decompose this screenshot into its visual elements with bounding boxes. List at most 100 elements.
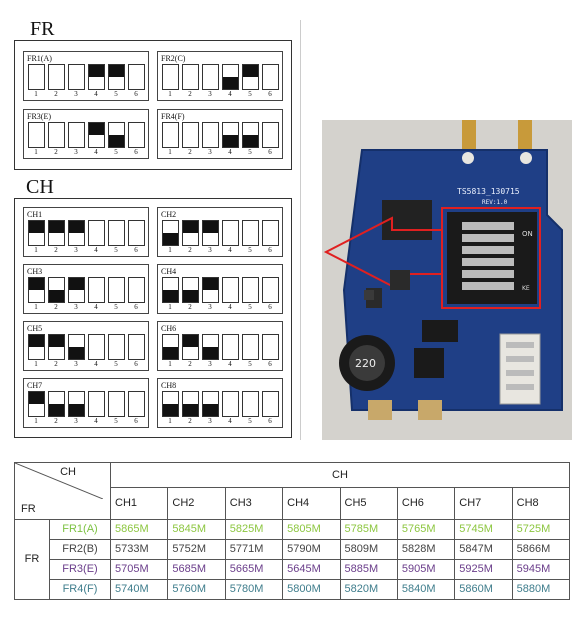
dip-toggle-knob [183,221,198,233]
dip-toggle-number: 3 [208,417,212,425]
dip-toggle-number: 2 [54,303,58,311]
band-label: FR3(E) [49,558,111,580]
dip-toggle-knob [203,347,218,359]
dip-toggle-5 [108,220,125,246]
dip-toggle-number: 3 [74,360,78,368]
column-header-ch4: CH4 [282,487,341,520]
dip-toggle-knob [29,221,44,233]
dip-toggle-knob [109,135,124,147]
dip-toggle-2 [182,334,199,360]
dip-toggle-6 [262,122,279,148]
dip-toggle-number: 4 [228,90,232,98]
dip-toggle-5 [242,277,259,303]
dip-toggle-knob [183,404,198,416]
dip-toggle-number: 5 [114,246,118,254]
band-label: FR4(F) [49,578,111,601]
switch-on-label: ON [522,230,533,238]
dip-toggle-number: 3 [208,303,212,311]
ch-header: CH [110,461,570,489]
frequency-cell: 5845M [167,518,226,540]
dip-toggle-knob [69,404,84,416]
dip-toggle-knob [49,290,64,302]
dip-toggle-number: 6 [134,303,138,311]
frequency-cell: 5705M [109,558,169,580]
dip-switch-label: CH4 [161,267,177,276]
dip-toggle-2 [48,220,65,246]
dip-toggle-knob [243,135,258,147]
dip-toggle-knob [183,335,198,347]
dip-toggle-5 [108,277,125,303]
corner-ch-label: CH [60,466,76,478]
dip-toggle-5 [242,64,259,90]
frequency-cell: 5745M [454,518,513,540]
dip-toggle-number: 2 [54,360,58,368]
dip-toggle-knob [69,221,84,233]
frequency-cell: 5847M [454,538,513,560]
dip-switch-label: FR1(A) [27,54,52,63]
dip-toggle-knob [243,65,258,77]
dip-toggle-number: 2 [188,303,192,311]
fr-row-label: FR [14,518,50,601]
dip-toggle-knob [163,347,178,359]
band-label: FR1(A) [49,518,111,540]
frequency-cell: 5925M [454,558,513,580]
dip-toggle-4 [88,122,105,148]
dip-toggle-number: 5 [248,417,252,425]
dip-toggle-6 [262,220,279,246]
dip-toggle-number: 1 [34,303,38,311]
inductor-label: 220 [355,357,376,370]
dip-switch-label: CH2 [161,210,177,219]
dip-toggle-1 [28,122,45,148]
dip-toggle-number: 2 [188,148,192,156]
dip-toggle-number: 1 [168,303,172,311]
dip-toggle-number: 6 [268,303,272,311]
dip-toggle-4 [88,334,105,360]
dip-toggle-number: 3 [208,90,212,98]
dip-toggle-knob [183,290,198,302]
column-header-ch5: CH5 [339,487,398,520]
dip-toggle-number: 5 [248,90,252,98]
dip-toggle-2 [182,220,199,246]
dip-toggle-1 [162,122,179,148]
dip-toggle-4 [222,122,239,148]
dip-toggle-knob [69,347,84,359]
dip-toggle-number: 5 [114,417,118,425]
diagram-border [300,20,301,440]
dip-toggle-number: 3 [208,148,212,156]
frequency-cell: 5885M [339,558,398,580]
frequency-cell: 5825M [224,518,284,540]
dip-toggle-number: 2 [188,417,192,425]
dip-toggle-4 [88,277,105,303]
pcb-photo: TS5813_130715 REV:1.0 ON KE 220 [322,120,572,440]
band-label: FR2(B) [49,538,111,560]
dip-toggle-knob [29,392,44,404]
dip-toggle-number: 5 [114,360,118,368]
corner-fr-label: FR [21,502,36,515]
dip-toggle-1 [162,64,179,90]
frequency-cell: 5765M [396,518,456,540]
dip-toggle-number: 6 [268,360,272,368]
frequency-cell: 5740M [109,578,169,601]
dip-toggle-number: 1 [34,360,38,368]
board-label: TS5813_130715 [457,187,520,196]
frequency-cell: 5828M [396,538,456,560]
dip-toggle-number: 1 [34,417,38,425]
dip-toggle-4 [222,64,239,90]
dip-toggle-number: 2 [54,90,58,98]
dip-toggle-number: 6 [268,148,272,156]
dip-toggle-6 [128,64,145,90]
frequency-cell: 5880M [511,578,571,601]
dip-toggle-5 [108,64,125,90]
dip-toggle-knob [49,221,64,233]
dip-toggle-number: 3 [74,148,78,156]
dip-toggle-knob [163,404,178,416]
dip-toggle-4 [88,220,105,246]
dip-toggle-number: 6 [268,246,272,254]
